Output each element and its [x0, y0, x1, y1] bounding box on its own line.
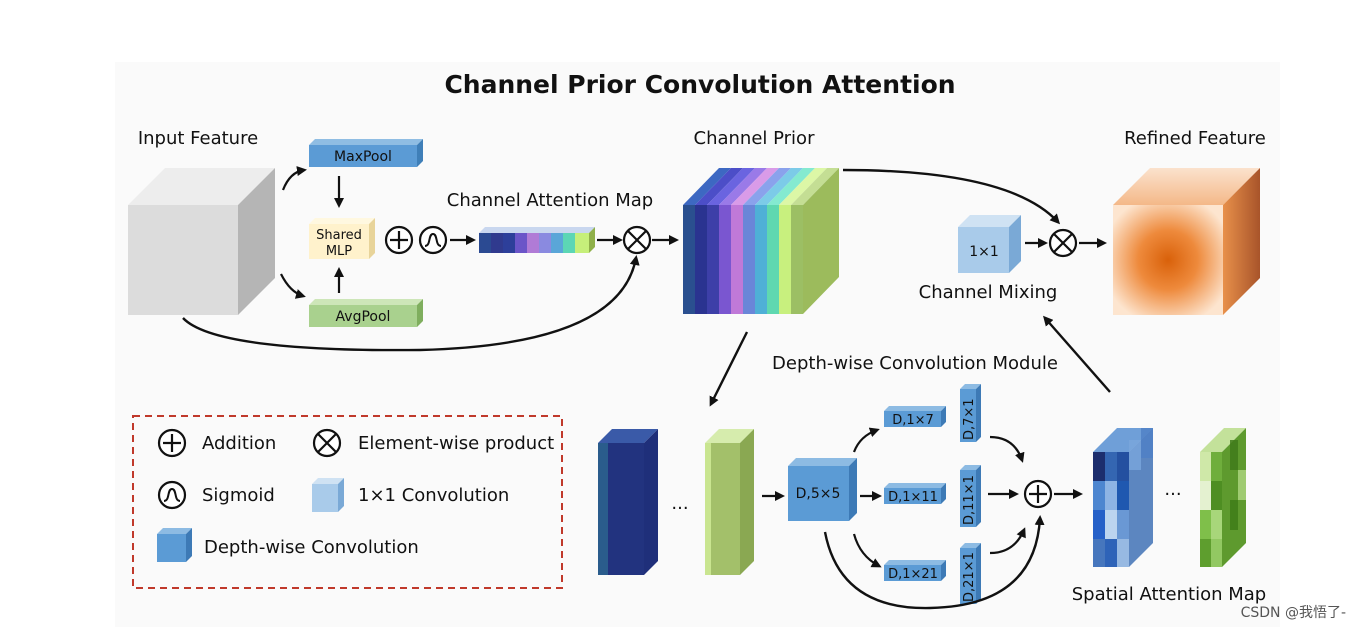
depthwise-module-label: Depth-wise Convolution Module: [772, 353, 1058, 374]
dw-11x1-block: [960, 465, 981, 527]
refined-feature-cube: [1113, 168, 1260, 315]
dw-5x5-block: [788, 458, 857, 521]
dw-21x1-block: [960, 543, 981, 604]
dw-7x1-label: D,7×1: [962, 398, 977, 440]
channel-attention-map-strip: [479, 227, 595, 253]
dw-5x5-label: D,5×5: [796, 486, 841, 502]
legend-addition-label: Addition: [202, 433, 276, 454]
avgpool-block: [309, 299, 423, 327]
channel-prior-block: [683, 168, 839, 314]
channel-prior-label: Channel Prior: [694, 128, 816, 149]
legend-addition-icon: [157, 428, 187, 458]
product-icon-2: [1048, 228, 1078, 258]
dw-1x11-label: D,1×11: [888, 490, 938, 505]
input-feature-cube: [128, 168, 275, 315]
arrow-input-to-avgpool: [280, 273, 306, 299]
shared-mlp-label-line2: MLP: [326, 244, 352, 259]
spatial-attention-block-blue: [1093, 428, 1153, 567]
dw-21x1-label: D,21×1: [962, 552, 977, 602]
spatial-attention-map-label: Spatial Attention Map: [1072, 584, 1266, 605]
shared-mlp-block: [309, 218, 375, 259]
arrow-prior-to-split: [709, 331, 749, 407]
dw-1x7-label: D,1×7: [892, 413, 934, 428]
dw-7x1-block: [960, 384, 981, 442]
dw-1x11-block: [884, 483, 946, 504]
ellipsis-slabs: ···: [671, 498, 688, 519]
diagram-title: Channel Prior Convolution Attention: [444, 70, 955, 99]
arrow-spatial-to-mixing: [1043, 315, 1111, 393]
legend-1x1-conv-icon: [312, 478, 344, 512]
arrow-to-dw1x21: [852, 533, 882, 568]
watermark: CSDN @我悟了-: [1241, 605, 1346, 621]
arrow-to-dw1x7: [852, 427, 880, 453]
addition-icon: [384, 225, 414, 255]
arrow-prior-to-product: [842, 168, 1061, 225]
legend-box: [132, 415, 563, 589]
legend-depthwise-conv-label: Depth-wise Convolution: [204, 537, 419, 558]
product-icon-1: [622, 225, 652, 255]
arrow-input-to-maxpool: [281, 166, 307, 191]
legend-depthwise-conv-icon: [157, 528, 192, 562]
dw-11x1-label: D,11×1: [962, 475, 977, 525]
channel-attention-map-label: Channel Attention Map: [447, 190, 653, 211]
dw-1x21-label: D,1×21: [888, 567, 938, 582]
channel-mixing-label: Channel Mixing: [919, 282, 1058, 303]
addition-icon-module: [1023, 479, 1053, 509]
dw-1x7-block: [884, 406, 946, 427]
split-channel-slab-green: [705, 429, 754, 575]
conv-1x1-label: 1×1: [969, 244, 999, 260]
dw-1x21-block: [884, 560, 946, 581]
ellipsis-spatial: ···: [1164, 484, 1181, 505]
maxpool-label: MaxPool: [334, 149, 392, 165]
refined-feature-label: Refined Feature: [1124, 128, 1266, 149]
channel-mixing-conv-cube: [958, 215, 1021, 273]
sigmoid-icon: [418, 225, 448, 255]
legend-sigmoid-icon: [157, 480, 187, 510]
legend-product-label: Element-wise product: [358, 433, 554, 454]
split-channel-slab-blue: [598, 429, 658, 575]
legend-1x1-conv-label: 1×1 Convolution: [358, 485, 509, 506]
shared-mlp-label-line1: Shared: [316, 228, 362, 243]
spatial-attention-block-green: [1200, 428, 1246, 567]
maxpool-block: [309, 139, 423, 167]
input-feature-label: Input Feature: [138, 128, 258, 149]
legend-sigmoid-label: Sigmoid: [202, 485, 275, 506]
avgpool-label: AvgPool: [336, 309, 391, 325]
arrow-21x1-to-add: [989, 527, 1026, 555]
arrow-skip-to-add: [823, 515, 1045, 610]
arrow-7x1-to-add: [989, 435, 1025, 463]
legend-product-icon: [312, 428, 342, 458]
arrow-input-to-product: [182, 255, 640, 352]
